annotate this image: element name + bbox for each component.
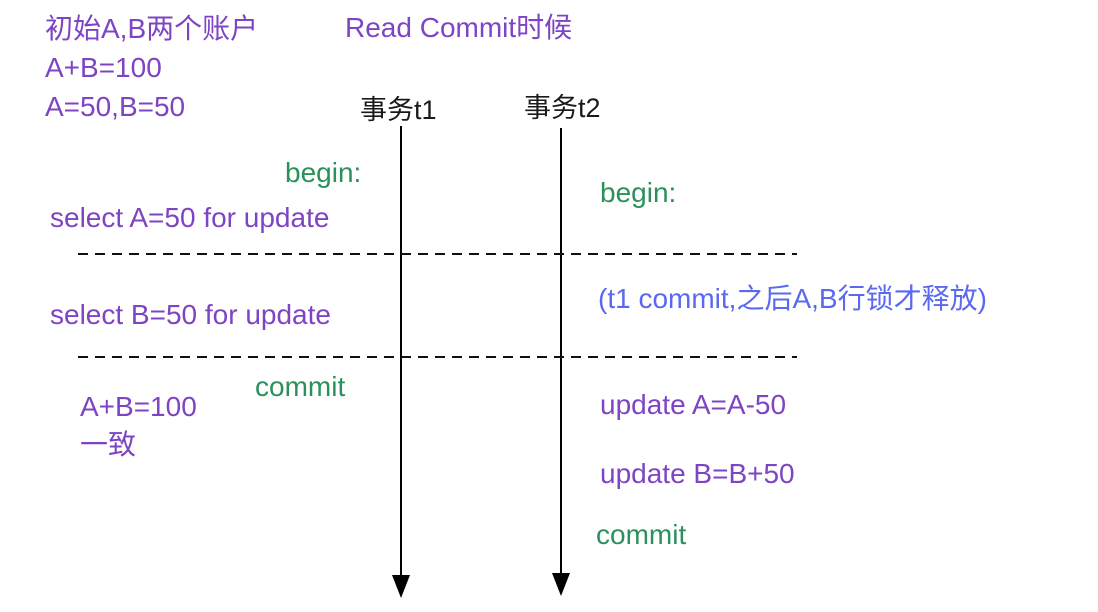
initial-note-line-1: 初始A,B两个账户	[45, 13, 259, 44]
initial-state-note: 初始A,B两个账户 A+B=100 A=50,B=50	[45, 9, 258, 126]
t1-select-b-statement: select B=50 for update	[50, 299, 331, 330]
t2-lock-release-note: (t1 commit,之后A,B行锁才释放)	[598, 283, 987, 314]
t1-arrow-down-icon	[392, 575, 410, 598]
t1-commit-label: commit	[255, 371, 346, 402]
t2-timeline-line	[560, 128, 562, 576]
t1-result-line-1: A+B=100	[80, 391, 197, 422]
t2-commit-label: commit	[596, 519, 687, 550]
t2-arrow-down-icon	[552, 573, 570, 596]
t1-timeline-line	[400, 126, 402, 578]
initial-note-line-2: A+B=100	[45, 52, 162, 83]
t1-begin-label: begin:	[285, 157, 362, 188]
t2-update-a-statement: update A=A-50	[600, 389, 787, 420]
time-divider-1	[78, 253, 797, 255]
diagram-title: Read Commit时候	[345, 12, 573, 43]
lane-label-t2: 事务t2	[524, 93, 601, 123]
t2-update-b-statement: update B=B+50	[600, 458, 795, 489]
t1-result-note: A+B=100 一致	[80, 388, 197, 464]
t1-select-a-statement: select A=50 for update	[50, 202, 330, 233]
lane-label-t1: 事务t1	[360, 95, 437, 125]
initial-note-line-3: A=50,B=50	[45, 91, 186, 122]
t2-begin-label: begin:	[600, 177, 677, 208]
time-divider-2	[78, 356, 797, 358]
t1-result-line-2: 一致	[80, 429, 137, 460]
